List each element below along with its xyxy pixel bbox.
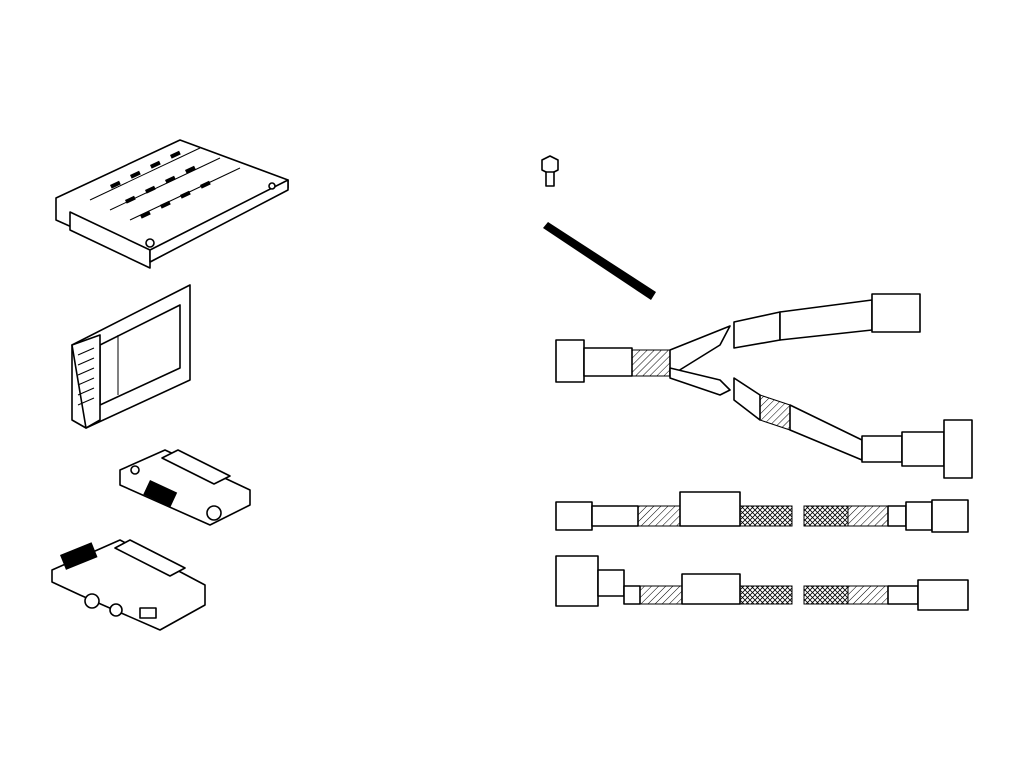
screw (541, 155, 559, 187)
drive-cage (55, 139, 289, 269)
drive-tray (71, 284, 191, 429)
mini-sas-cable-1 (555, 491, 969, 533)
y-power-cable (555, 293, 973, 479)
backplane-board (51, 539, 206, 631)
interposer-board (119, 449, 251, 526)
mini-sas-cable-2 (555, 555, 969, 611)
black-strip (543, 222, 656, 300)
